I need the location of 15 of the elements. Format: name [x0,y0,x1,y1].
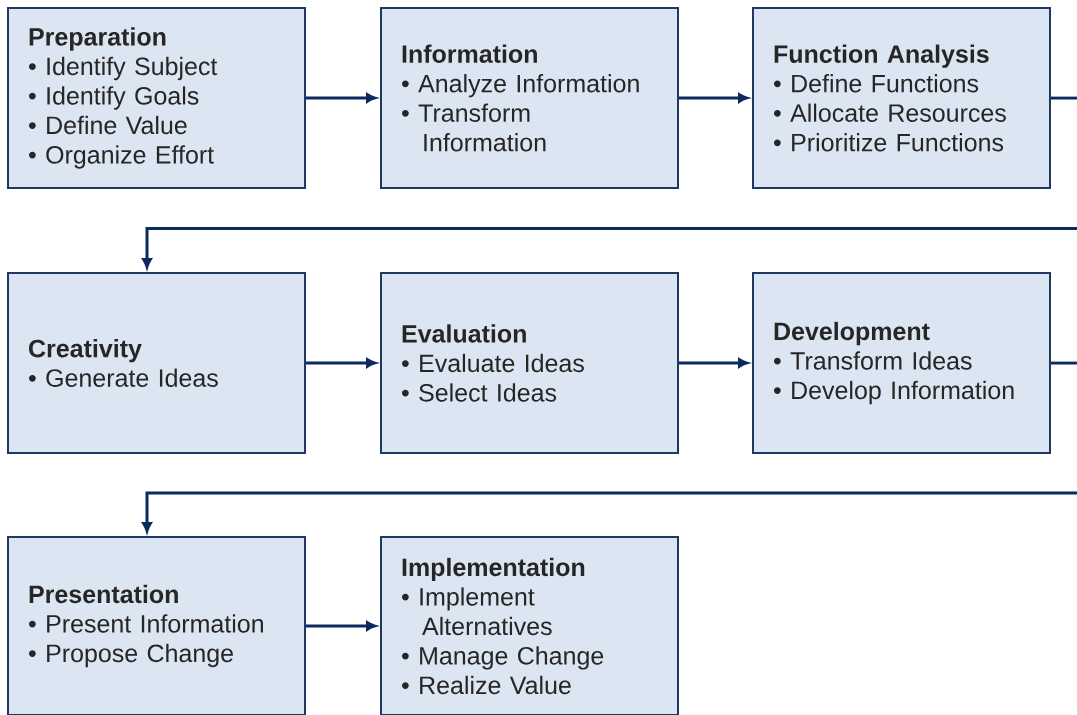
arrow [679,358,749,368]
process-box: Development • Transform Ideas • Develop Information [752,272,1051,454]
arrow [142,361,1077,533]
arrow [679,93,749,103]
arrow [142,96,1077,269]
arrow [306,93,377,103]
arrow [306,358,377,368]
process-box: Information • Analyze Information • Transform Information [380,7,679,189]
process-box: Creativity • Generate Ideas [7,272,306,454]
process-box: Function Analysis • Define Functions • Allocate Resources • Prioritize Functions [752,7,1051,189]
process-box: Evaluation • Evaluate Ideas • Select Ideas [380,272,679,454]
process-box: Presentation • Present Information • Propose Change [7,536,306,715]
process-box: Preparation • Identify Subject • Identify Goals • Define Value • Organize Effort [7,7,306,189]
process-box: Implementation • Implement Alternatives • Manage Change • Realize Value [380,536,679,715]
arrow [306,621,377,631]
